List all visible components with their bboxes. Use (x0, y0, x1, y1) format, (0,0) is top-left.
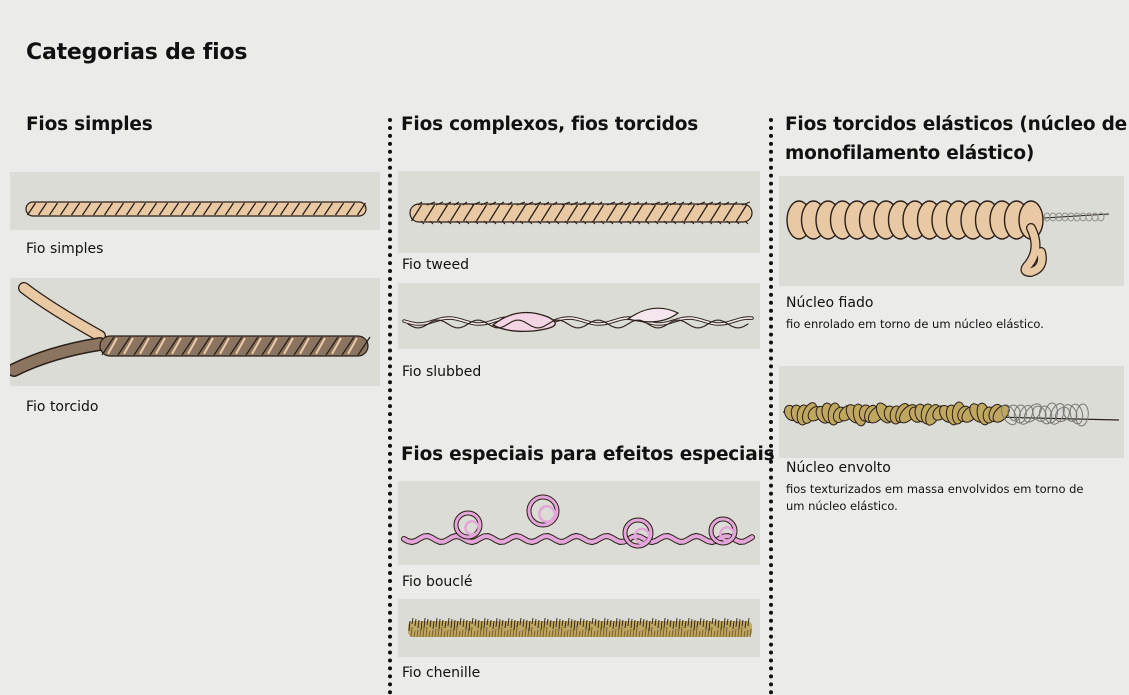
heading-fios-elasticos: Fios torcidos elásticos (núcleo de monof… (785, 110, 1127, 168)
tweed-yarn-band (398, 171, 760, 253)
label-nucleo-fiado: Núcleo fiado (786, 295, 874, 311)
boucle-yarn-icon (401, 494, 755, 549)
page-title: Categorias de fios (26, 40, 248, 65)
label-fio-boucle: Fio bouclé (402, 574, 473, 590)
heading-fios-elasticos-line2: monofilamento elástico) (785, 143, 1035, 164)
plied-yarn-band (10, 278, 380, 386)
label-fio-slubbed: Fio slubbed (402, 364, 482, 380)
label-nucleo-envolto: Núcleo envolto (786, 460, 891, 476)
slubbed-yarn-icon (402, 307, 754, 333)
column-divider-1 (388, 118, 392, 695)
slubbed-yarn-band (398, 283, 760, 349)
label-fio-simples: Fio simples (26, 241, 104, 257)
label-fio-torcido: Fio torcido (26, 399, 99, 415)
core-wrapped-yarn-band (779, 366, 1124, 458)
tweed-yarn-icon (409, 201, 753, 225)
core-spun-yarn-band (779, 176, 1124, 286)
heading-fios-simples: Fios simples (26, 114, 153, 135)
plain-yarn-band (10, 172, 380, 230)
boucle-yarn-band (398, 481, 760, 565)
column-divider-2 (769, 118, 773, 695)
heading-fios-complexos: Fios complexos, fios torcidos (401, 114, 699, 135)
desc-nucleo-envolto-line1: fios texturizados em massa envolvidos em… (786, 482, 1084, 496)
plied-twisted-yarn-icon (10, 282, 371, 377)
heading-fios-elasticos-line1: Fios torcidos elásticos (núcleo de (785, 114, 1128, 135)
core-wrapped-yarn-icon (782, 401, 1120, 427)
core-spun-yarn-icon (786, 200, 1110, 278)
desc-nucleo-envolto-line2: um núcleo elástico. (786, 499, 898, 513)
label-fio-tweed: Fio tweed (402, 257, 469, 273)
chenille-yarn-icon (408, 617, 752, 638)
desc-nucleo-fiado: fio enrolado em torno de um núcleo elást… (786, 317, 1044, 331)
label-fio-chenille: Fio chenille (402, 665, 481, 681)
desc-nucleo-envolto: fios texturizados em massa envolvidos em… (786, 481, 1084, 515)
plain-twisted-yarn-icon (25, 201, 367, 217)
chenille-yarn-band (398, 599, 760, 657)
heading-fios-especiais: Fios especiais para efeitos especiais (401, 444, 775, 465)
